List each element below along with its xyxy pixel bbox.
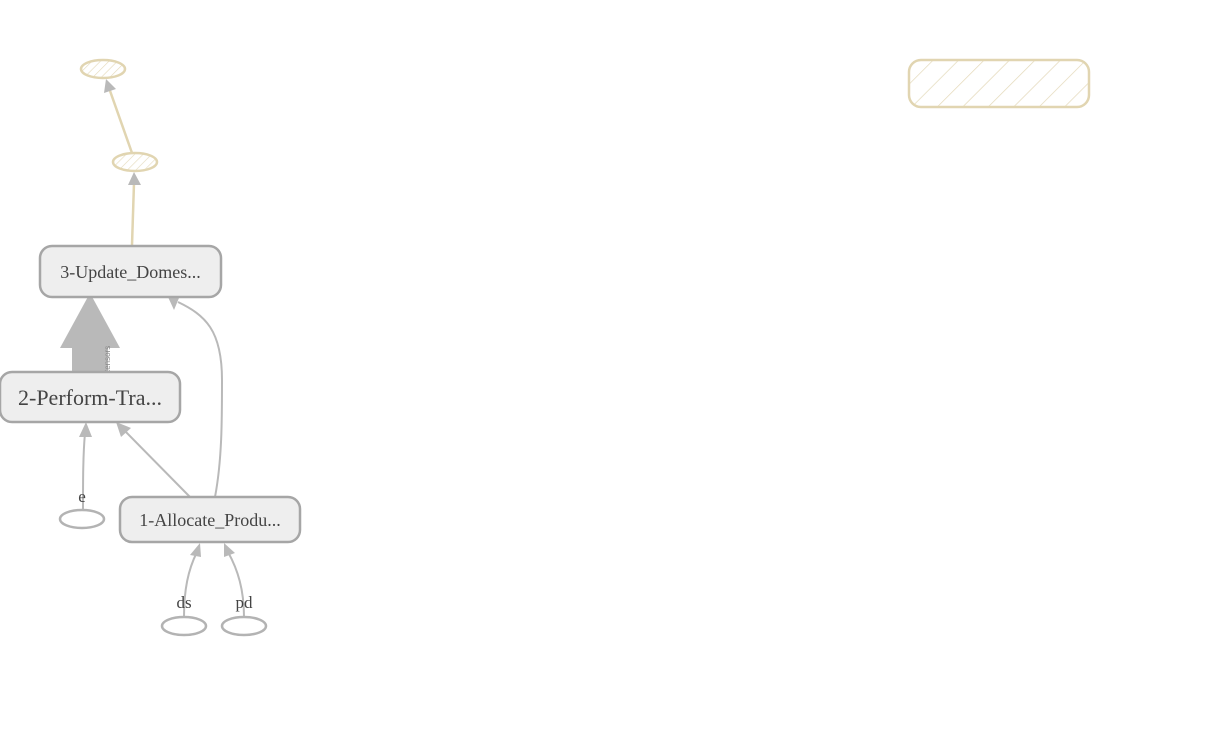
param-ds[interactable]: ds (160, 593, 208, 637)
param-ds-ellipse[interactable] (160, 615, 208, 637)
node-update-label: 3-Update_Domes... (60, 262, 200, 282)
node-update-domestic[interactable]: 3-Update_Domes... (38, 244, 223, 299)
edge-allocate-to-perform (123, 429, 191, 498)
node-perform-transfer[interactable]: 2-Perform-Tra... (0, 370, 182, 424)
arrowhead-allocate-to-perform (116, 422, 131, 437)
param-ds-label: ds (176, 593, 191, 612)
edge-ds-to-allocate (183, 551, 198, 618)
node-perform-label: 2-Perform-Tra... (18, 385, 162, 410)
param-pd-label: pd (236, 593, 254, 612)
node-update-box[interactable] (38, 244, 223, 299)
node-allocate-label: 1-Allocate_Produ... (139, 510, 280, 530)
edge-label-perform-to-update: tensors (103, 346, 112, 372)
param-e-ellipse[interactable] (58, 508, 106, 530)
arrowhead-e-to-perform (79, 422, 92, 437)
arrowhead-update-to-middle (128, 172, 141, 185)
param-e[interactable]: e (58, 487, 106, 530)
arrowhead-middle-to-top (104, 79, 116, 93)
edge-pd-to-allocate (227, 551, 245, 618)
node-perform-box[interactable] (0, 370, 182, 424)
arrowhead-allocate-to-update (168, 297, 179, 310)
arrowhead-ds-to-allocate (190, 543, 201, 557)
future-output-top[interactable] (79, 58, 127, 80)
node-allocate-product[interactable]: 1-Allocate_Produ... (118, 495, 302, 544)
future-step-box[interactable] (907, 58, 1091, 109)
edge-e-to-perform (82, 432, 86, 511)
param-pd-ellipse[interactable] (220, 615, 268, 637)
edge-allocate-to-update (177, 301, 224, 498)
node-allocate-box[interactable] (118, 495, 302, 544)
future-output-middle[interactable] (111, 151, 159, 173)
edge-perform-to-update (72, 345, 108, 372)
arrowhead-pd-to-allocate (224, 543, 235, 557)
arrowhead-perform-to-update (60, 293, 120, 348)
param-e-label: e (78, 487, 86, 506)
edge-update-to-middle (130, 182, 136, 246)
param-pd[interactable]: pd (220, 593, 268, 637)
edge-middle-to-top (107, 87, 134, 154)
